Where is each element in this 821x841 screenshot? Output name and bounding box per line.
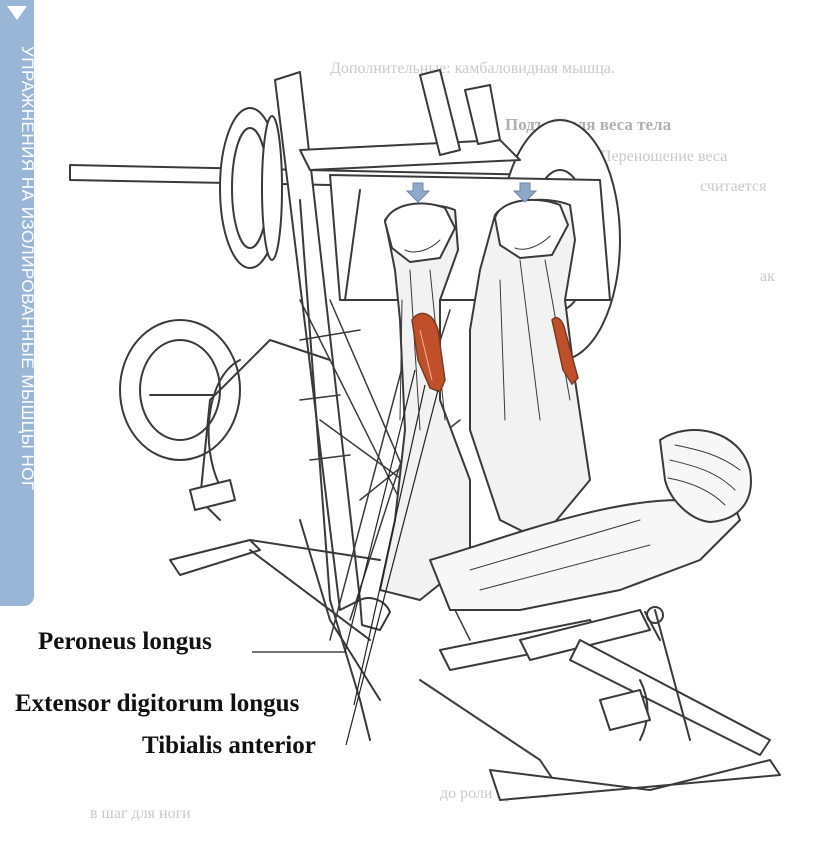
label-extensor-digitorum-longus: Extensor digitorum longus	[15, 690, 300, 717]
section-title-vertical: УПРАЖНЕНИЯ НА ИЗОЛИРОВАННЫЕ МЫШЦЫ НОГ	[18, 46, 37, 491]
leader-line-extensor	[353, 384, 426, 706]
background-text: в шаг для ноги	[90, 805, 191, 822]
background-text: считается	[700, 178, 767, 195]
leader-line-peroneus	[252, 369, 416, 653]
background-text: Дополнительные: камбаловидная мышца.	[330, 60, 615, 77]
background-text: ак	[760, 268, 775, 285]
label-tibialis-anterior: Tibialis anterior	[142, 732, 316, 759]
section-side-tab: УПРАЖНЕНИЯ НА ИЗОЛИРОВАННЫЕ МЫШЦЫ НОГ	[0, 0, 37, 606]
right-foot	[494, 198, 569, 259]
triangle-arrow-icon	[7, 6, 27, 20]
leader-line-tibialis	[345, 389, 439, 746]
background-text: Переношение веса	[600, 148, 728, 165]
torso	[429, 469, 741, 611]
hand	[359, 597, 391, 631]
left-foot	[384, 202, 456, 263]
weight-plate-left	[219, 107, 283, 269]
force-arrow-left	[405, 182, 431, 203]
machine-frame	[169, 69, 521, 741]
head	[659, 429, 752, 523]
muscle-tibialis-left	[411, 312, 446, 393]
muscle-tibialis-right	[551, 317, 579, 386]
seat-frame	[419, 606, 781, 801]
label-peroneus-longus: Peroneus longus	[38, 628, 212, 655]
weight-plate-lower	[119, 319, 241, 461]
force-arrow-right	[512, 182, 538, 203]
